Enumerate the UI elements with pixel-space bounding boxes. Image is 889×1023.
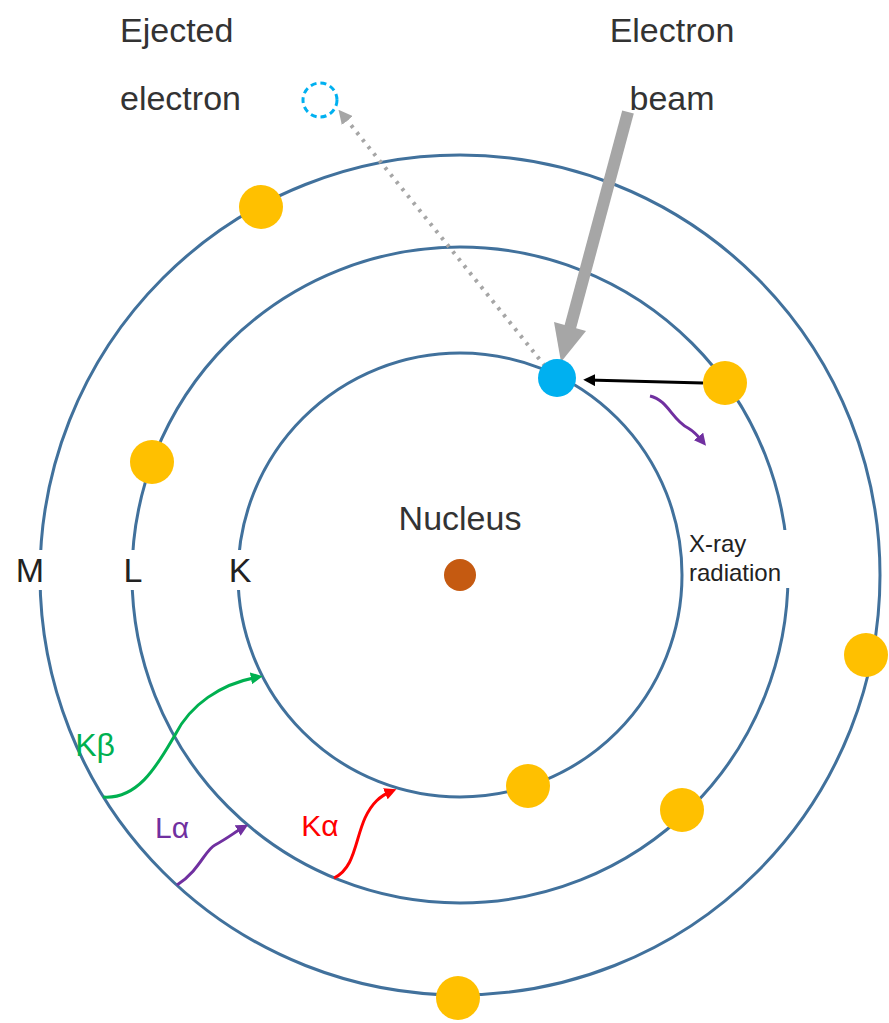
vacancy-electron <box>538 359 576 397</box>
electron <box>130 440 174 484</box>
transition-label: Lα <box>155 810 189 846</box>
ejected-electron <box>303 83 337 117</box>
transition-label: Kα <box>301 808 338 844</box>
shell-label: M <box>13 550 47 591</box>
transition-arrow <box>588 380 703 383</box>
nucleus-dot <box>444 559 476 591</box>
k-beta-arrow <box>103 677 258 797</box>
ejection-path <box>342 114 545 366</box>
electron <box>660 788 704 832</box>
electron <box>506 764 550 808</box>
shell-label: K <box>226 550 255 591</box>
m-shell <box>40 155 880 995</box>
x-ray-wave <box>650 396 703 442</box>
k-shell <box>238 353 682 797</box>
electron <box>703 361 747 405</box>
nucleus-label: Nucleus <box>399 498 522 539</box>
transition-label: Kβ <box>75 726 115 764</box>
x-ray-label: X-ray radiation <box>686 530 832 588</box>
k-alpha-arrow <box>334 791 392 878</box>
electron <box>239 185 283 229</box>
electrons <box>130 185 888 1020</box>
electron <box>436 976 480 1020</box>
shell-label: L <box>121 550 146 591</box>
electron-beam-shaft <box>570 112 628 328</box>
electron <box>844 633 888 677</box>
electron-beam-head <box>554 322 586 362</box>
ejected-label: Ejected electron <box>120 0 300 132</box>
beam-label: Electron beam <box>572 0 772 132</box>
